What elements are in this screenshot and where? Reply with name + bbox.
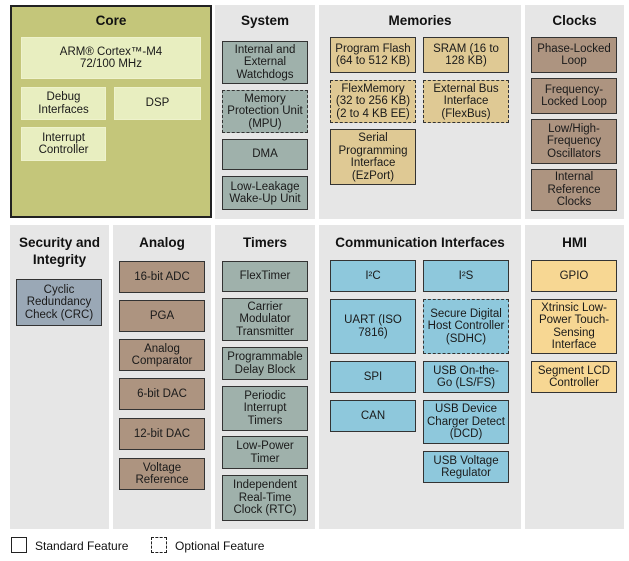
memories-panel: Memories Program Flash (64 to 512 KB) SR… [319,5,521,219]
interrupt-controller-block: Interrupt Controller [21,127,106,161]
irc-block: Internal Reference Clocks [531,169,617,211]
dac6-block: 6-bit DAC [119,378,205,410]
pga-block: PGA [119,300,205,332]
fll-block: Frequency-Locked Loop [531,78,617,114]
cpu-name: ARM® Cortex™-M4 [59,45,163,58]
sdhc-block: Secure Digital Host Controller (SDHC) [423,299,509,354]
dma-block: DMA [222,139,308,170]
system-panel: System Internal and External Watchdogs M… [215,5,315,219]
debug-interfaces-block: Debug Interfaces [21,87,106,120]
cpu-frequency: 72/100 MHz [79,58,142,70]
analog-comparator-block: Analog Comparator [119,339,205,371]
mpu-block: Memory Protection Unit (MPU) [222,90,308,133]
standard-feature-swatch [11,537,27,553]
i2s-block: I²S [423,260,509,292]
analog-panel: Analog 16-bit ADC PGA Analog Comparator … [113,225,211,529]
standard-feature-label: Standard Feature [35,539,129,553]
optional-feature-swatch [151,537,167,553]
core-panel: Core ARM® Cortex™-M4 72/100 MHz Debug In… [10,5,212,218]
system-title: System [240,13,290,28]
lptimer-block: Low-Power Timer [222,436,308,469]
dac12-block: 12-bit DAC [119,418,205,450]
core-title: Core [95,13,127,28]
watchdogs-block: Internal and External Watchdogs [222,41,308,84]
memories-title: Memories [388,13,452,28]
gpio-block: GPIO [531,260,617,292]
flextimer-block: FlexTimer [222,261,308,292]
optional-feature-label: Optional Feature [175,539,265,553]
segment-lcd-block: Segment LCD Controller [531,361,617,393]
dsp-block: DSP [114,87,201,120]
timers-panel: Timers FlexTimer Carrier Modulator Trans… [215,225,315,529]
can-block: CAN [330,400,416,432]
i2c-block: I²C [330,260,416,292]
analog-title: Analog [139,235,185,250]
comm-panel: Communication Interfaces I²C I²S UART (I… [319,225,521,529]
usb-voltage-regulator-block: USB Voltage Regulator [423,451,509,483]
cpu-block: ARM® Cortex™-M4 72/100 MHz [21,37,201,79]
comm-title: Communication Interfaces [335,235,505,250]
hmi-title: HMI [562,235,587,250]
adc-block: 16-bit ADC [119,261,205,293]
security-panel: Security and Integrity Cyclic Redundancy… [10,225,109,529]
ezport-block: Serial Programming Interface (EzPort) [330,129,416,185]
pdb-block: Programmable Delay Block [222,347,308,380]
clocks-panel: Clocks Phase-Locked Loop Frequency-Locke… [525,5,624,219]
clocks-title: Clocks [552,13,597,28]
pll-block: Phase-Locked Loop [531,37,617,73]
hmi-panel: HMI GPIO Xtrinsic Low-Power Touch-Sensin… [525,225,624,529]
llwu-block: Low-Leakage Wake-Up Unit [222,176,308,210]
security-title: Security and Integrity [18,235,101,267]
oscillators-block: Low/High-Frequency Oscillators [531,119,617,164]
timers-title: Timers [242,235,288,250]
crc-block: Cyclic Redundancy Check (CRC) [16,279,102,326]
touch-sensing-block: Xtrinsic Low-Power Touch-Sensing Interfa… [531,299,617,354]
sram-block: SRAM (16 to 128 KB) [423,37,509,73]
flexmemory-block: FlexMemory (32 to 256 KB) (2 to 4 KB EE) [330,80,416,123]
spi-block: SPI [330,361,416,393]
voltage-reference-block: Voltage Reference [119,458,205,490]
rtc-block: Independent Real-Time Clock (RTC) [222,475,308,521]
usb-dcd-block: USB Device Charger Detect (DCD) [423,400,509,444]
program-flash-block: Program Flash (64 to 512 KB) [330,37,416,73]
uart-block: UART (ISO 7816) [330,299,416,354]
cmt-block: Carrier Modulator Transmitter [222,298,308,341]
flexbus-block: External Bus Interface (FlexBus) [423,80,509,123]
usb-otg-block: USB On-the-Go (LS/FS) [423,361,509,393]
pit-block: Periodic Interrupt Timers [222,386,308,431]
